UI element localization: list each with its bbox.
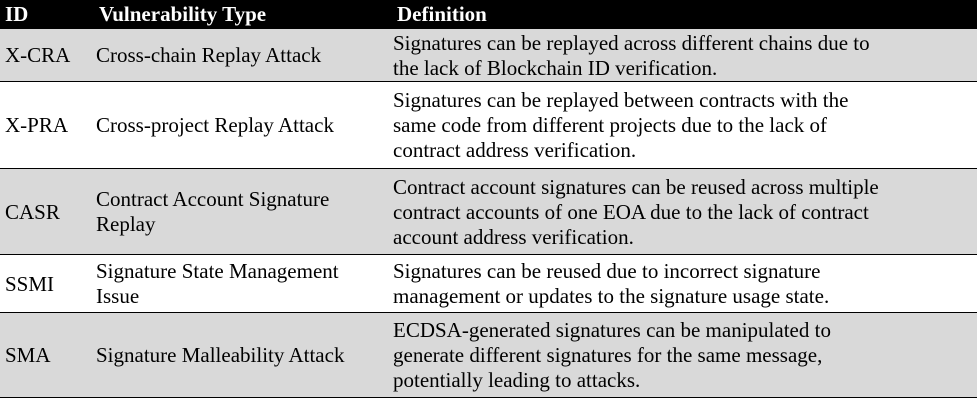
header-definition: Definition — [392, 0, 977, 29]
cell-id: SSMI — [0, 254, 94, 313]
definition-line: ECDSA-generated signatures can be manipu… — [393, 318, 831, 342]
definition-line: Contract account signatures can be reuse… — [393, 174, 879, 199]
table-header: ID Vulnerability Type Definition — [0, 0, 977, 29]
cell-definition: Contract account signatures can be reuse… — [392, 168, 977, 255]
table-row: SMA Signature Malleability Attack ECDSA-… — [0, 312, 977, 398]
cell-type: Contract Account Signature Replay — [94, 168, 392, 255]
type-line: Replay — [96, 212, 156, 236]
type-line: Contract Account Signature — [96, 187, 330, 211]
header-vulnerability-type: Vulnerability Type — [94, 0, 392, 29]
cell-id: X-CRA — [0, 28, 94, 82]
cell-definition: Signatures can be replayed between contr… — [392, 81, 977, 169]
type-line: Signature State Management — [96, 259, 339, 283]
definition-line: same code from different projects due to… — [393, 113, 828, 137]
table-row: CASR Contract Account Signature Replay C… — [0, 168, 977, 255]
definition-line: account address verification. — [393, 224, 634, 249]
definition-line: generate different signatures for the sa… — [393, 343, 823, 367]
table-body: X-CRA Cross-chain Replay Attack Signatur… — [0, 28, 977, 398]
cell-type: Cross-project Replay Attack — [94, 81, 392, 169]
table-row: X-PRA Cross-project Replay Attack Signat… — [0, 81, 977, 169]
definition-line: Signatures can be reused due to incorrec… — [393, 259, 821, 283]
cell-definition: Signatures can be replayed across differ… — [392, 28, 977, 82]
cell-id: X-PRA — [0, 81, 94, 169]
definition-line: contract accounts of one EOA due to the … — [393, 199, 869, 224]
cell-definition: Signatures can be reused due to incorrec… — [392, 254, 977, 313]
cell-id: SMA — [0, 312, 94, 398]
definition-line: Signatures can be replayed across differ… — [393, 30, 870, 55]
cell-id: CASR — [0, 168, 94, 255]
table-row: SSMI Signature State Management Issue Si… — [0, 254, 977, 313]
header-id: ID — [0, 0, 94, 29]
definition-line: the lack of Blockchain ID verification. — [393, 55, 718, 80]
definition-line: Signatures can be replayed between contr… — [393, 88, 849, 112]
type-line: Cross-project Replay Attack — [96, 113, 334, 137]
cell-type: Signature State Management Issue — [94, 254, 392, 313]
definition-line: management or updates to the signature u… — [393, 284, 830, 308]
cell-type: Signature Malleability Attack — [94, 312, 392, 398]
definition-line: potentially leading to attacks. — [393, 368, 641, 392]
table-row: X-CRA Cross-chain Replay Attack Signatur… — [0, 28, 977, 82]
type-line: Issue — [96, 284, 140, 308]
cell-type: Cross-chain Replay Attack — [94, 28, 392, 82]
cell-definition: ECDSA-generated signatures can be manipu… — [392, 312, 977, 398]
type-line: Signature Malleability Attack — [96, 343, 345, 367]
definition-line: contract address verification. — [393, 138, 637, 162]
header-row: ID Vulnerability Type Definition — [0, 0, 977, 29]
vulnerability-table: ID Vulnerability Type Definition X-CRA C… — [0, 0, 977, 398]
type-line: Cross-chain Replay Attack — [96, 43, 322, 67]
